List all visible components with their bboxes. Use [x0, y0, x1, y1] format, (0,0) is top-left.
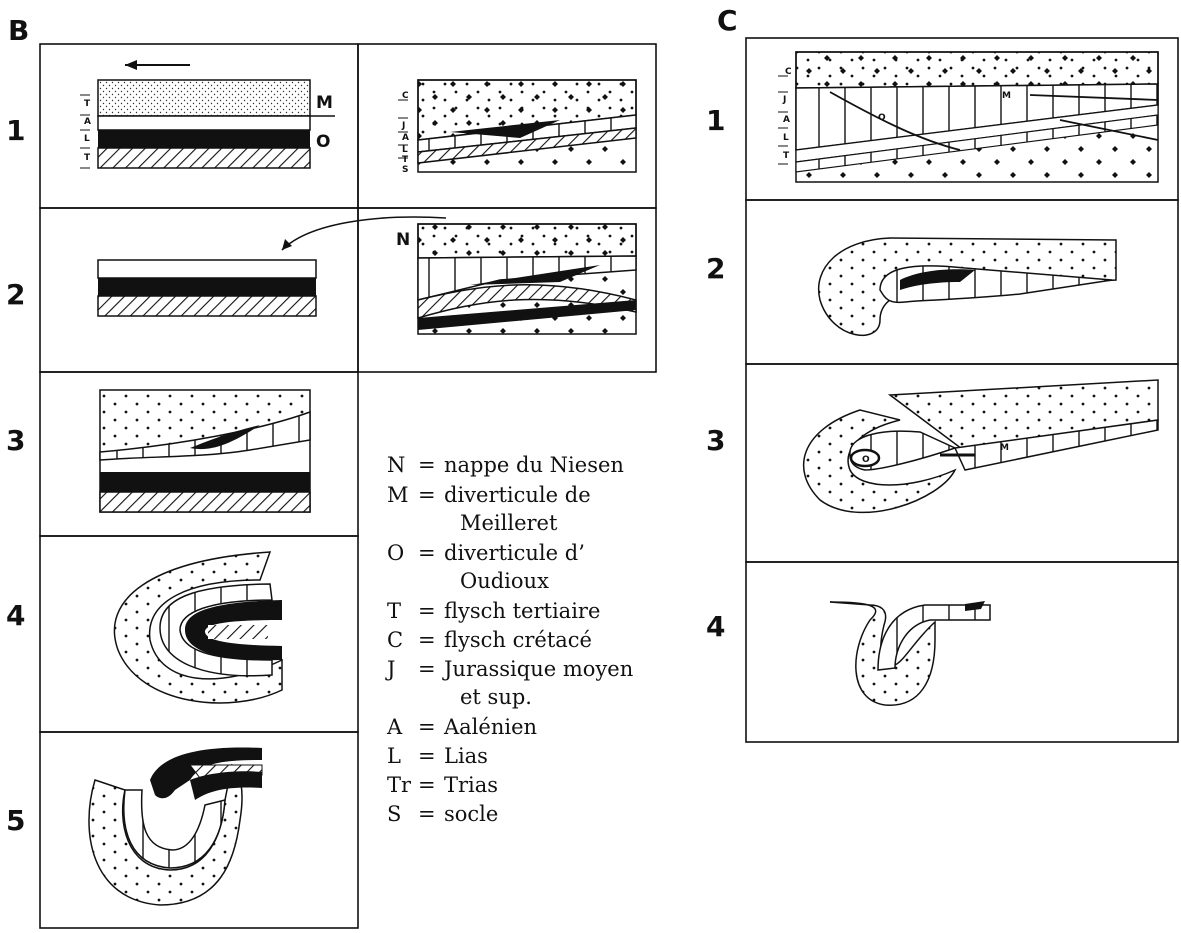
- legend-desc-j: Jurassique moyen: [442, 657, 633, 681]
- tick-label-j-c1: J: [782, 95, 786, 105]
- legend-desc-t: flysch tertiaire: [444, 599, 600, 623]
- legend-key-o: O: [387, 541, 404, 565]
- tick-label-l: L: [84, 134, 90, 144]
- tick-label-l-c1: L: [783, 133, 789, 143]
- unit-label-n: N: [396, 230, 410, 250]
- tick-label-a: A: [84, 117, 91, 127]
- fold-section-c4: [830, 601, 990, 705]
- tick-label-t-c1: T: [783, 151, 790, 161]
- thrust-section-c1: C J A L T O M: [778, 52, 1158, 182]
- legend-key-t: T: [387, 599, 401, 623]
- legend-key-s: S: [387, 802, 401, 826]
- legend-key-c: C: [387, 628, 403, 652]
- fold-section-b4: [114, 552, 282, 703]
- tick-label-t: T: [84, 99, 91, 109]
- marker-o-c3: O: [862, 455, 870, 465]
- row-number-b2: 2: [6, 278, 25, 311]
- tick-label-s: S: [402, 165, 408, 175]
- svg-text:=: =: [418, 541, 436, 565]
- legend-desc-l: Lias: [444, 744, 488, 768]
- unit-label-o: O: [316, 132, 330, 152]
- thrust-section-b1: C J A L T S: [398, 80, 636, 175]
- tick-label-a2: A: [402, 133, 409, 143]
- tick-label-t3: T: [402, 155, 409, 165]
- marker-o-c1: O: [878, 113, 886, 123]
- svg-text:=: =: [418, 802, 436, 826]
- legend-desc-n: nappe du Niesen: [444, 453, 624, 477]
- stratigraphic-column-b1: T A L T M O: [80, 60, 335, 168]
- row-number-b3: 3: [6, 424, 25, 457]
- svg-text:=: =: [418, 483, 436, 507]
- svg-text:=: =: [418, 657, 436, 681]
- tick-label-j: J: [401, 121, 405, 131]
- legend-desc-m: diverticule de: [444, 483, 591, 507]
- tick-label-c-c1: C: [785, 67, 792, 77]
- legend-key-n: N: [387, 453, 405, 477]
- legend-key-j: J: [385, 657, 395, 681]
- section-label-c: C: [717, 4, 738, 37]
- fold-section-c2: [819, 238, 1116, 335]
- section-b3: [100, 390, 310, 512]
- row-number-c2: 2: [706, 252, 725, 285]
- row-number-b4: 4: [6, 599, 25, 632]
- legend-key-l: L: [387, 744, 401, 768]
- thrust-section-b2: N: [396, 224, 636, 334]
- marker-m-c1: M: [1002, 91, 1011, 101]
- arrow-left-icon: [125, 60, 137, 70]
- row-number-c4: 4: [706, 610, 725, 643]
- legend-desc-a: Aalénien: [443, 715, 537, 739]
- legend-key-a: A: [386, 715, 403, 739]
- row-number-b5: 5: [6, 804, 25, 837]
- svg-text:=: =: [418, 715, 436, 739]
- svg-text:=: =: [418, 773, 436, 797]
- marker-m-c3: M: [1000, 443, 1009, 453]
- legend: N = nappe du Niesen M = diverticule de M…: [385, 453, 633, 826]
- tick-label-c: C: [402, 91, 409, 101]
- legend-desc-s: socle: [444, 802, 498, 826]
- curved-arrow-icon: [282, 239, 292, 250]
- legend-desc-c: flysch crétacé: [444, 628, 592, 652]
- tick-label-a-c1: A: [783, 115, 790, 125]
- unit-label-m: M: [316, 93, 333, 113]
- svg-text:=: =: [418, 628, 436, 652]
- svg-text:=: =: [418, 599, 436, 623]
- svg-text:=: =: [418, 453, 436, 477]
- legend-desc-o: diverticule d’: [444, 541, 585, 565]
- legend-key-tr: Tr: [387, 773, 412, 797]
- legend-desc-m2: Meilleret: [460, 511, 558, 535]
- legend-key-m: M: [387, 483, 409, 507]
- tick-label-l2: L: [402, 145, 408, 155]
- legend-desc-j2: et sup.: [460, 685, 532, 709]
- fold-section-b5: [89, 747, 262, 905]
- stratigraphic-column-b2: [98, 217, 446, 316]
- legend-desc-o2: Oudioux: [460, 569, 549, 593]
- row-number-b1: 1: [6, 114, 25, 147]
- fold-section-c3: O M: [804, 380, 1158, 512]
- tick-label-t2: T: [84, 153, 91, 163]
- row-number-c3: 3: [706, 424, 725, 457]
- section-label-b: B: [8, 14, 29, 47]
- legend-desc-tr: Trias: [444, 773, 498, 797]
- row-number-c1: 1: [706, 104, 725, 137]
- svg-text:=: =: [418, 744, 436, 768]
